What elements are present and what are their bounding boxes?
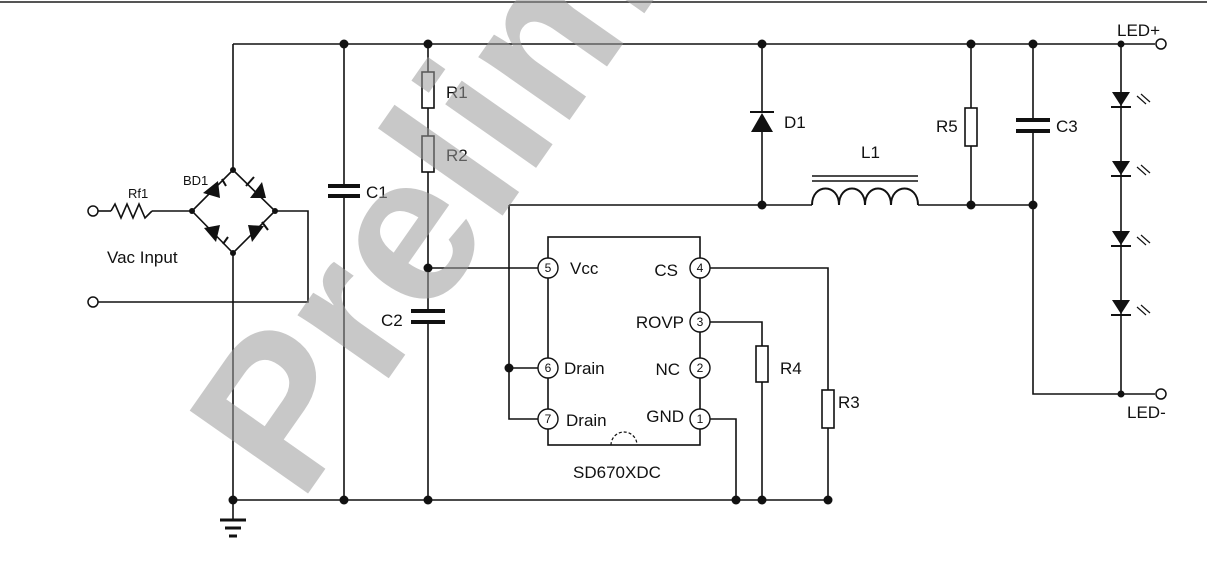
c2-label: C2 — [381, 311, 403, 330]
ic-notch — [610, 431, 638, 446]
c3-bottom-led-minus-wire — [1032, 131, 1155, 395]
vac-input-label: Vac Input — [107, 248, 178, 267]
resistor-r5 — [964, 107, 978, 147]
cs-r3-wire — [708, 267, 829, 390]
ic-pin-1-circle — [689, 408, 711, 430]
ic-pin-5-circle — [537, 257, 559, 279]
r2-label: R2 — [446, 146, 468, 165]
wires — [98, 43, 1155, 520]
ic-pin-4-circle — [689, 257, 711, 279]
rovp-r4-wire — [708, 321, 763, 346]
ac-terminal-1 — [87, 205, 99, 217]
led-minus-terminal — [1155, 388, 1167, 400]
ic-pin-7-number: 7 — [545, 412, 552, 426]
led-1 — [1111, 92, 1151, 108]
ic-pin-4-name: CS — [654, 261, 678, 280]
ic-pin-4-number: 4 — [697, 261, 704, 275]
ac-input-wire-b — [98, 210, 309, 303]
led-2 — [1111, 161, 1151, 177]
c1-label: C1 — [366, 183, 388, 202]
led-plus-terminal — [1155, 38, 1167, 50]
led-plus-label: LED+ — [1117, 21, 1160, 40]
capacitor-c3 — [1016, 118, 1050, 133]
d1-label: D1 — [784, 113, 806, 132]
ic-pin-2-number: 2 — [697, 361, 704, 375]
ic-part-number-label: SD670XDC — [573, 463, 661, 482]
ic-pin-5-number: 5 — [545, 261, 552, 275]
led-4 — [1111, 300, 1151, 316]
ic-pin-6-number: 6 — [545, 361, 552, 375]
ic-pin-3-name: ROVP — [636, 313, 684, 332]
ic-pin-1-number: 1 — [697, 412, 704, 426]
resistor-r1 — [421, 71, 435, 109]
ground-symbol — [220, 518, 246, 538]
l1-label: L1 — [861, 143, 880, 162]
diode-d1 — [750, 111, 774, 132]
capacitor-c1 — [328, 184, 360, 198]
inductor-l1 — [811, 175, 919, 206]
ic-pin-2-circle — [689, 357, 711, 379]
led-minus-label: LED- — [1127, 403, 1166, 422]
capacitor-c2 — [411, 309, 445, 324]
r1-label: R1 — [446, 83, 468, 102]
ic-pin-1-name: GND — [646, 407, 684, 426]
r3-label: R3 — [838, 393, 860, 412]
junction-dots — [189, 39, 1125, 505]
resistor-r3 — [821, 389, 835, 429]
rf1-label: Rf1 — [128, 186, 148, 201]
r5-label: R5 — [936, 117, 958, 136]
ic-pin-7-name: Drain — [566, 411, 607, 430]
ic-sd670xdc: 5 Vcc 6 Drain 7 Drain 4 CS 3 ROVP 2 NC 1… — [537, 236, 711, 446]
ic-pin-3-circle — [689, 311, 711, 333]
ic-pin-6-name: Drain — [564, 359, 605, 378]
resistor-r4 — [755, 345, 769, 383]
rf1-resistor — [110, 201, 153, 221]
led-string — [1111, 92, 1151, 316]
gnd-pin-wire — [708, 418, 737, 500]
ic-pin-3-number: 3 — [697, 315, 704, 329]
r4-label: R4 — [780, 359, 802, 378]
ac-terminal-2 — [87, 296, 99, 308]
ic-pin-6-circle — [537, 357, 559, 379]
ic-body — [547, 236, 701, 446]
ic-pin-7-circle — [537, 408, 559, 430]
bd1-label: BD1 — [183, 173, 208, 188]
ic-pin-2-name: NC — [655, 360, 680, 379]
resistor-r2 — [421, 135, 435, 173]
drain7-wire — [508, 205, 538, 420]
led-3 — [1111, 231, 1151, 247]
ic-pin-5-name: Vcc — [570, 259, 599, 278]
c3-label: C3 — [1056, 117, 1078, 136]
